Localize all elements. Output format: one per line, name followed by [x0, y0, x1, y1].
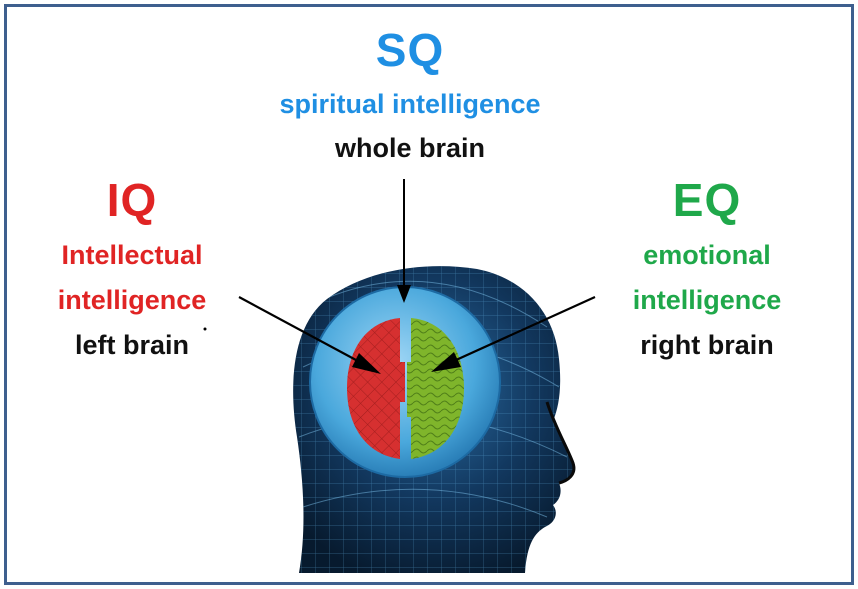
sq-title: spiritual intelligence — [279, 89, 541, 119]
diagram-frame: SQ spiritual intelligence whole brain IQ… — [4, 4, 854, 585]
iq-subtitle: left brain — [74, 330, 189, 360]
eq-subtitle: right brain — [640, 330, 774, 360]
eq-arrow — [431, 295, 596, 372]
iq-title-line2: intelligence — [57, 285, 207, 315]
eq-title-line2: intelligence — [632, 285, 782, 315]
iq-title-line1: Intellectual — [61, 240, 203, 270]
brain-hemispheres-icon — [309, 286, 501, 478]
eq-abbreviation: EQ — [672, 174, 742, 226]
eq-title-line1: emotional — [643, 240, 771, 270]
iq-arrow — [238, 296, 381, 374]
sq-abbreviation: SQ — [375, 24, 445, 76]
sq-subtitle: whole brain — [334, 133, 486, 163]
iq-abbreviation: IQ — [106, 174, 158, 226]
head-illustration — [203, 179, 596, 573]
stray-dot — [203, 327, 207, 331]
sq-arrow — [397, 179, 411, 303]
